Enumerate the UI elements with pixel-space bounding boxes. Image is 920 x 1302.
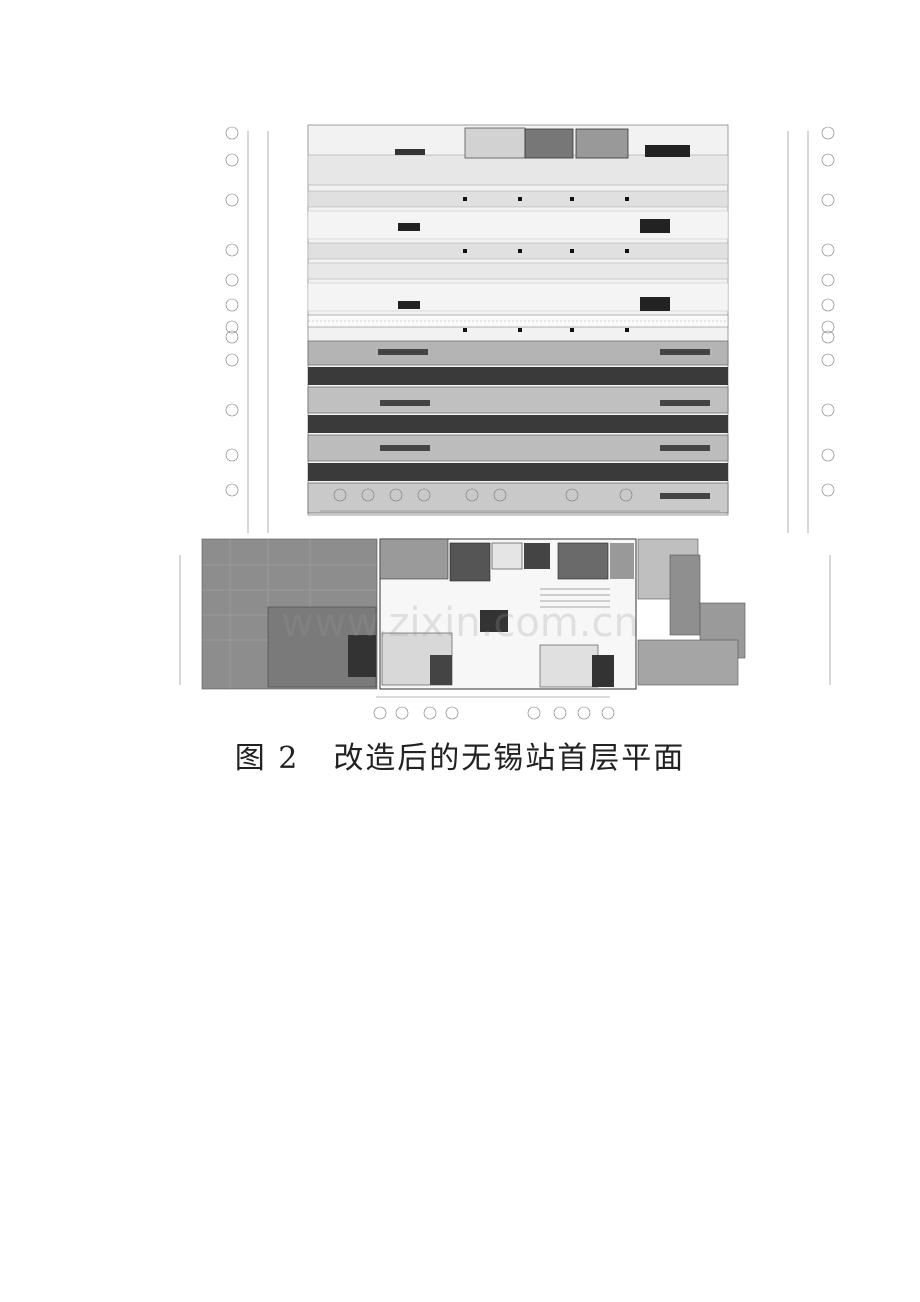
floor-plan-drawing [179,124,835,720]
caption-number: 图 2 [234,741,300,776]
grid-axis-right [787,126,835,533]
track-area [307,124,729,516]
floor-plan-figure [140,115,860,735]
caption-text: 改造后的无锡站首层平面 [333,741,686,776]
grid-axis-left [225,126,269,533]
figure-caption: 图 2 改造后的无锡站首层平面 [0,733,920,777]
grid-axis-middle [320,488,720,512]
station-building [179,538,831,720]
